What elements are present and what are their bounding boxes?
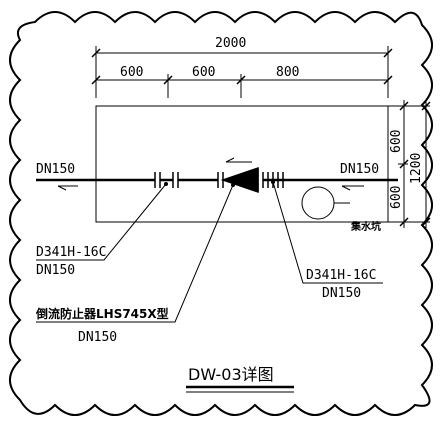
dim-height-bottom-label: 600	[389, 186, 404, 209]
flow-arrow-right-icon	[341, 185, 364, 191]
backflow-preventer-icon	[217, 166, 264, 194]
left-valve-size: DN150	[36, 263, 75, 278]
backflow-preventer-model: 倒流防止器LHS745X型	[35, 306, 169, 321]
dim-total-width-label: 2000	[215, 36, 246, 51]
right-valve-size: DN150	[322, 286, 361, 301]
left-valve-icon	[154, 172, 179, 188]
backflow-preventer-size: DN150	[78, 330, 117, 345]
dim-height-total-label: 1200	[409, 153, 424, 184]
dimension-total-width	[91, 46, 393, 98]
valve-chamber	[95, 105, 389, 223]
sump-label: 集水坑	[350, 220, 381, 233]
pipe-right-size: DN150	[340, 162, 379, 177]
flow-arrow-left-icon	[57, 185, 78, 191]
cloud-border	[9, 11, 433, 416]
dim-seg-2-label: 600	[192, 65, 215, 80]
dim-height-top-label: 600	[389, 130, 404, 153]
sump-pit	[301, 186, 335, 220]
pipe-left-size: DN150	[36, 162, 75, 177]
right-valve-model: D341H-16C	[306, 268, 376, 283]
drawing-title: DW-03详图	[188, 365, 274, 384]
dim-seg-3-label: 800	[276, 65, 299, 80]
dimension-chain	[91, 74, 393, 98]
dimension-height	[388, 100, 431, 228]
flow-arrow-center-icon	[225, 157, 252, 163]
leader-lines	[36, 181, 383, 323]
left-valve-model: D341H-16C	[36, 245, 106, 260]
dim-seg-1-label: 600	[120, 65, 143, 80]
